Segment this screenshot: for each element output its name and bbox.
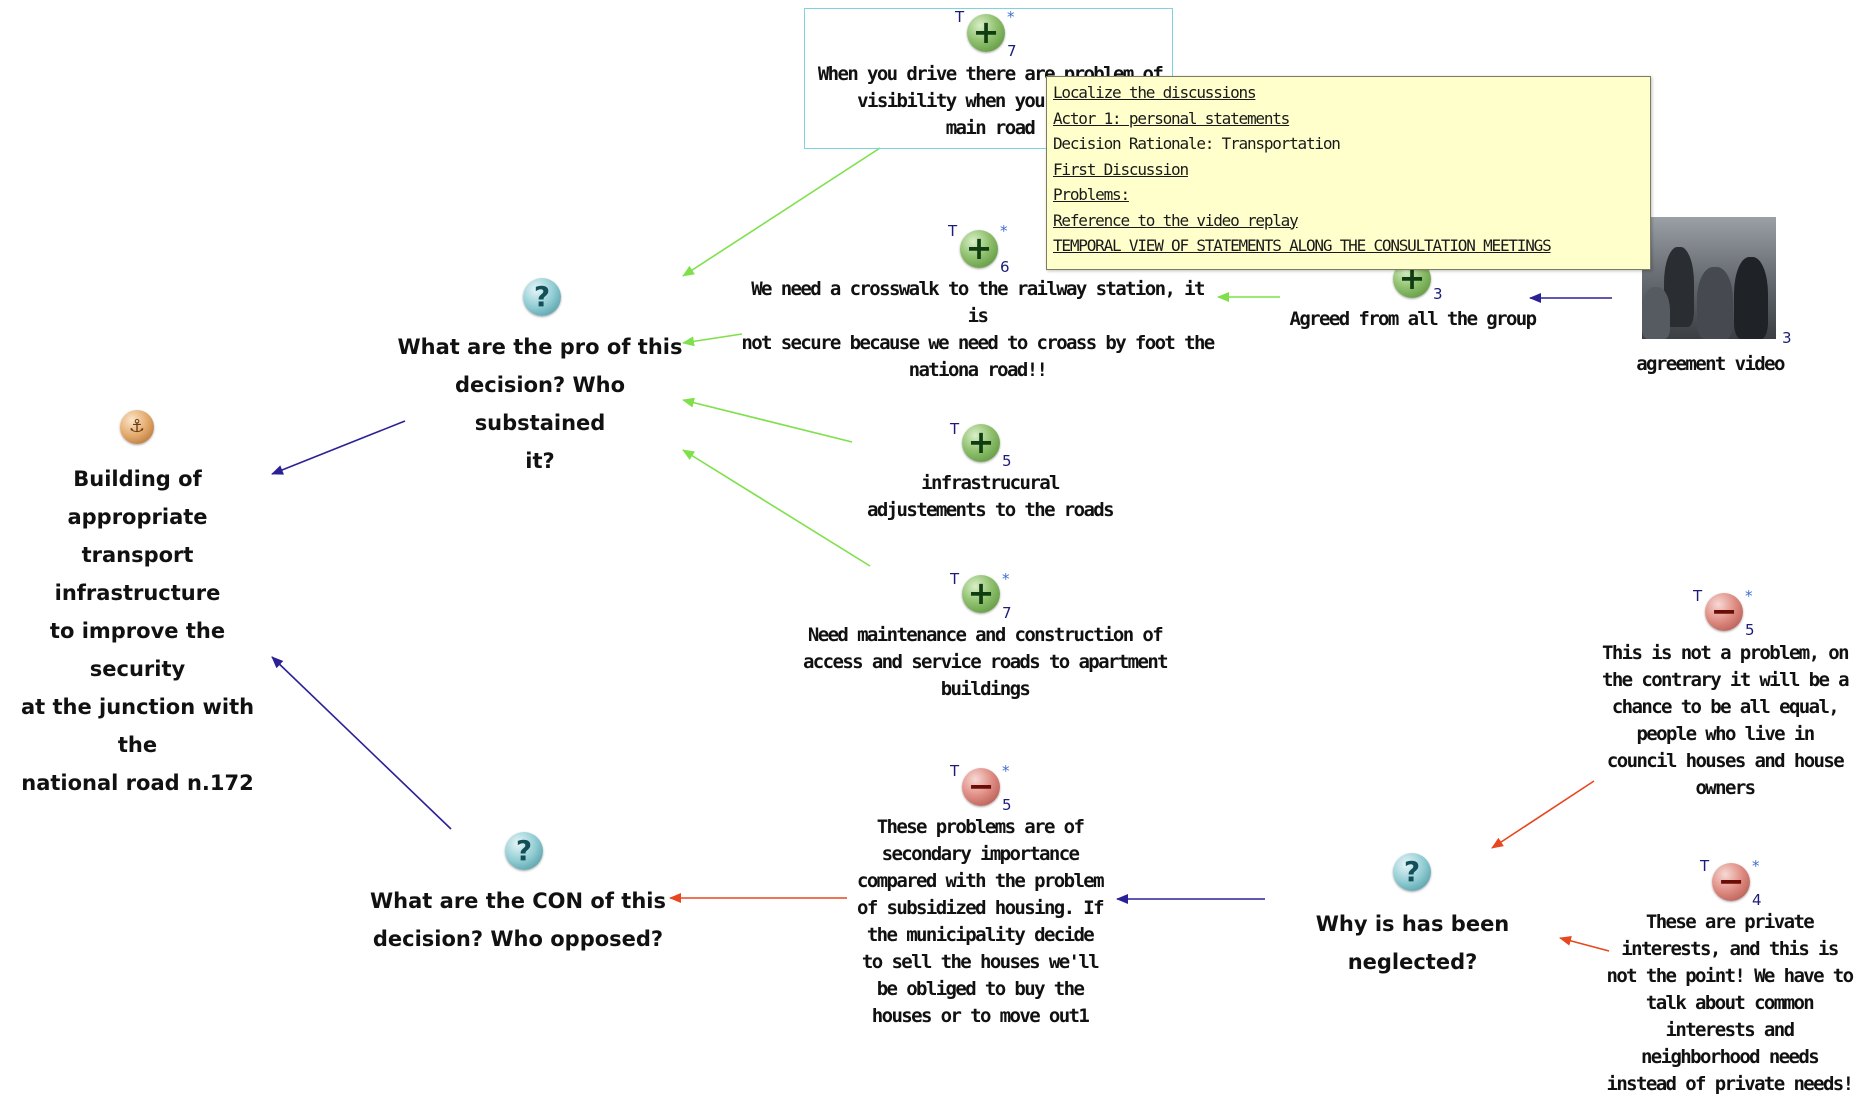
- con-question-label: What are the CON of this decision? Who o…: [370, 889, 666, 951]
- type-marker: T: [950, 420, 960, 438]
- count-badge: 7: [1002, 604, 1012, 622]
- video-node[interactable]: 3 agreement video: [1610, 217, 1810, 377]
- tooltip-link-localize[interactable]: Localize the discussions: [1053, 83, 1257, 102]
- pro-infrastructure-label: infrastrucural adjustements to the roads: [867, 472, 1115, 521]
- pro-infrastructure-node[interactable]: T + 5 infrastrucural adjustements to the…: [850, 420, 1130, 525]
- star-marker: *: [1752, 857, 1760, 875]
- count-badge: 4: [1752, 891, 1762, 909]
- link-not-problem-to-neglect[interactable]: [1491, 780, 1595, 849]
- count-badge: 5: [1745, 621, 1755, 639]
- star-marker: *: [1000, 222, 1008, 240]
- tooltip-link-temporal-view[interactable]: TEMPORAL VIEW OF STATEMENTS ALONG THE CO…: [1053, 236, 1552, 255]
- con-secondary-node[interactable]: T − * 5 These problems are of secondary …: [835, 762, 1125, 1037]
- count-badge: 6: [1000, 258, 1010, 276]
- tooltip-link-actor[interactable]: Actor 1: personal statements: [1053, 108, 1290, 128]
- star-marker: *: [1745, 587, 1753, 605]
- pro-agreed-label: Agreed from all the group: [1289, 308, 1538, 330]
- link-con-question-to-decision[interactable]: [271, 656, 452, 830]
- neglect-question-node[interactable]: ? Why is has been neglected?: [1265, 853, 1560, 974]
- video-label: agreement video: [1636, 353, 1785, 375]
- pro-crosswalk-label: We need a crosswalk to the railway stati…: [741, 278, 1215, 381]
- count-badge: 5: [1002, 796, 1012, 814]
- question-icon: ?: [1393, 853, 1431, 891]
- count-badge: 3: [1433, 285, 1443, 303]
- link-crosswalk-to-pro[interactable]: [682, 333, 743, 347]
- con-not-problem-label: This is not a problem, on the contrary i…: [1602, 642, 1850, 799]
- pro-maintenance-node[interactable]: T + * 7 Need maintenance and constructio…: [790, 570, 1180, 705]
- tooltip-link-video-replay[interactable]: Reference to the video replay: [1053, 210, 1299, 230]
- video-figure: [1697, 267, 1733, 339]
- count-badge: 5: [1002, 452, 1012, 470]
- count-badge: 3: [1782, 329, 1792, 347]
- plus-icon: +: [967, 14, 1005, 52]
- minus-icon: −: [962, 768, 1000, 806]
- tooltip-link-problems[interactable]: Problems:: [1053, 185, 1130, 204]
- video-figure: [1642, 287, 1670, 339]
- decision-label: Building of appropriate transport infras…: [20, 467, 255, 795]
- type-marker: T: [1693, 587, 1703, 605]
- type-marker: T: [950, 570, 960, 588]
- link-infrastructure-to-pro[interactable]: [682, 397, 853, 443]
- type-marker: T: [948, 222, 958, 240]
- tooltip-text-rationale: Decision Rationale: Transportation: [1053, 134, 1341, 153]
- question-icon: ?: [523, 278, 561, 316]
- video-figure: [1734, 257, 1768, 339]
- plus-icon: +: [962, 424, 1000, 462]
- star-marker: *: [1007, 8, 1015, 26]
- plus-icon: +: [960, 230, 998, 268]
- minus-icon: −: [1705, 593, 1743, 631]
- pro-question-label: What are the pro of this decision? Who s…: [397, 335, 683, 473]
- link-maintenance-to-pro[interactable]: [682, 449, 871, 567]
- star-marker: *: [1002, 762, 1010, 780]
- con-private-node[interactable]: T − * 4 These are private interests, and…: [1600, 857, 1859, 1099]
- count-badge: 7: [1007, 42, 1017, 60]
- pro-maintenance-label: Need maintenance and construction of acc…: [802, 624, 1169, 700]
- neglect-question-label: Why is has been neglected?: [1315, 912, 1510, 974]
- tooltip-link-first-discussion[interactable]: First Discussion: [1053, 159, 1189, 179]
- pro-crosswalk-node[interactable]: T + * 6 We need a crosswalk to the railw…: [740, 222, 1215, 381]
- node-tooltip: Localize the discussions Actor 1: person…: [1046, 76, 1651, 270]
- type-marker: T: [950, 762, 960, 780]
- link-pro-question-to-decision[interactable]: [271, 420, 406, 475]
- con-private-label: These are private interests, and this is…: [1606, 911, 1855, 1095]
- pro-question-node[interactable]: ? What are the pro of this decision? Who…: [395, 278, 685, 473]
- question-icon: ?: [505, 832, 543, 870]
- type-marker: T: [955, 8, 965, 26]
- handshake-icon: ⚓: [120, 410, 154, 444]
- video-thumbnail[interactable]: [1642, 217, 1776, 339]
- decision-node[interactable]: ⚓ Building of appropriate transport infr…: [0, 405, 275, 795]
- minus-icon: −: [1712, 863, 1750, 901]
- plus-icon: +: [962, 575, 1000, 613]
- star-marker: *: [1002, 570, 1010, 588]
- type-marker: T: [1700, 857, 1710, 875]
- con-not-problem-node[interactable]: T − * 5 This is not a problem, on the co…: [1590, 587, 1859, 807]
- con-question-node[interactable]: ? What are the CON of this decision? Who…: [368, 832, 668, 962]
- con-secondary-label: These problems are of secondary importan…: [857, 816, 1105, 1027]
